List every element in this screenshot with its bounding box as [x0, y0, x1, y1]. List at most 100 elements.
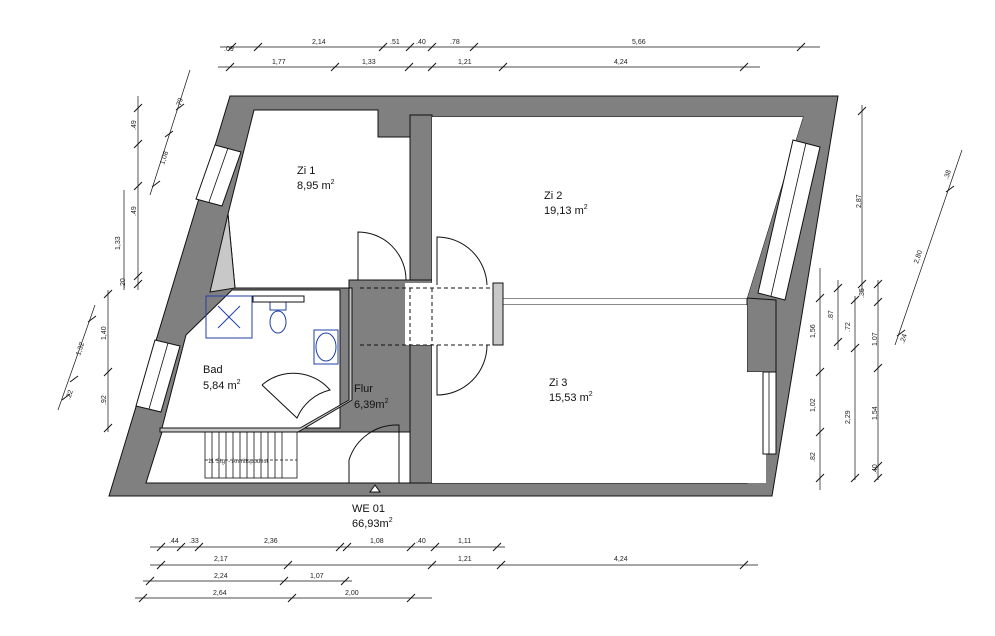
- window-zi3: [762, 371, 777, 455]
- unit-area: 66,93m2: [352, 517, 393, 530]
- dim-label: 1,07: [310, 573, 324, 580]
- dim-right-c: 2,87 .35 1,07 1,54 .40: [856, 105, 883, 483]
- dim-label: 1,08: [370, 538, 384, 545]
- dim-label: 1,40: [101, 326, 108, 340]
- window-inner-lines: [148, 142, 807, 454]
- door-bad: [261, 372, 331, 419]
- dim-label: 1,54: [872, 406, 879, 420]
- stair-label: 11 Stg. - Antrittspodest: [208, 459, 269, 465]
- bad-area: 5,84 m2: [203, 379, 241, 392]
- dim-label: 1,02: [810, 398, 817, 412]
- dim-label: .92: [101, 395, 108, 405]
- dim-label: 2,87: [856, 194, 863, 208]
- bad-name: Bad: [203, 364, 223, 376]
- dim-label: .33: [189, 538, 199, 545]
- door-zi3: [436, 344, 488, 396]
- dim-label: 1,08: [159, 150, 170, 165]
- dim-label: 2,24: [214, 573, 228, 580]
- dim-label: 2,64: [213, 590, 227, 597]
- dim-right-b: .87 .72 2,29: [828, 280, 860, 483]
- dim-label: 2,17: [214, 556, 228, 563]
- dim-label: 1,11: [458, 538, 471, 545]
- dim-top-row2: 1,77 1,33 1,21 4,24: [218, 59, 760, 72]
- dim-label: 1,21: [458, 59, 472, 66]
- dim-label: .44: [169, 538, 179, 545]
- passage-walls: [492, 282, 504, 346]
- flur-name: Flur: [354, 383, 373, 395]
- dim-left-lower: 1,40 .92 1,32 .22: [57, 289, 113, 433]
- bath-wall-light: [159, 287, 353, 433]
- unit-name: WE 01: [352, 503, 385, 515]
- dim-label: .24: [899, 333, 909, 345]
- dim-label: .20: [120, 278, 127, 288]
- window-zi2: [757, 139, 821, 301]
- dim-label: .35: [859, 288, 866, 298]
- dim-right-a: 1,56 1,02 .82: [810, 268, 825, 490]
- dim-bottom-row4: 2,64 2,00: [135, 590, 432, 603]
- bath-fixtures: [205, 295, 339, 365]
- dim-right-d: .38 2,80 .24: [894, 149, 963, 346]
- zi1-area: 8,95 m2: [297, 179, 335, 192]
- dim-label: 2,80: [913, 249, 924, 264]
- dim-bottom-row3: 2,24 1,07: [143, 573, 352, 586]
- bath-shelf: [252, 295, 305, 303]
- central-wall-upper: [409, 114, 433, 281]
- door-entrance: [348, 424, 400, 483]
- dim-label: .72: [845, 322, 852, 332]
- dim-label: .49: [131, 206, 138, 216]
- dim-label: .87: [828, 310, 835, 320]
- dim-label: 1,32: [75, 341, 86, 356]
- shower-icon: [205, 295, 253, 339]
- dim-label: 2,29: [845, 410, 852, 424]
- dim-label: 1,56: [810, 324, 817, 338]
- dim-label: .22: [65, 389, 75, 401]
- zi2-area: 19,13 m2: [544, 204, 588, 217]
- sink-icon: [313, 329, 339, 365]
- dim-label: .51: [390, 39, 400, 46]
- dim-label: .40: [416, 538, 426, 545]
- dim-top-row1: .09 2,14 .51 .40 .78 5,66: [220, 39, 820, 53]
- dim-label: .49: [131, 120, 138, 130]
- dim-label: .40: [872, 464, 879, 474]
- room-labels: Zi 1 8,95 m2 Zi 2 19,13 m2 Zi 3 15,53 m2…: [203, 165, 593, 530]
- dim-left-upper: .49 .49 1,33 .20 .79 1,08: [115, 69, 191, 290]
- toilet-icon: [269, 310, 287, 334]
- dim-label: 2,14: [312, 39, 326, 46]
- dim-label: 1,33: [362, 59, 376, 66]
- stairs: [204, 431, 298, 479]
- dim-label: .78: [450, 39, 460, 46]
- zi1-name: Zi 1: [297, 165, 315, 177]
- dim-label: 1,33: [115, 236, 122, 250]
- door-zi2: [436, 236, 488, 286]
- passage-lines: [360, 287, 493, 346]
- dim-label: 2,36: [264, 538, 278, 545]
- window-bad: [135, 339, 181, 413]
- dim-label: 4,24: [614, 556, 628, 563]
- dim-label: .79: [175, 97, 185, 109]
- dim-bottom-row1: .44 .33 2,36 1,08 .40 1,11: [150, 538, 505, 552]
- zi3-name: Zi 3: [549, 377, 567, 389]
- room-floors: [432, 117, 803, 483]
- zi3-area: 15,53 m2: [549, 391, 593, 404]
- windows: [135, 139, 821, 455]
- wall-zi2-zi3: [502, 297, 748, 306]
- right-pier: [746, 297, 777, 373]
- door-zi1: [357, 231, 407, 281]
- bath-wall-left: [209, 213, 236, 293]
- dim-label: 1,07: [872, 332, 879, 346]
- central-wall-lower: [409, 344, 433, 484]
- dim-bottom-row2: 2,17 1,21 4,24: [150, 556, 758, 570]
- dim-label: 4,24: [614, 59, 628, 66]
- dim-label: 2,00: [345, 590, 359, 597]
- dim-label: .82: [810, 452, 817, 462]
- zi2-name: Zi 2: [544, 190, 562, 202]
- dim-label: .09: [224, 46, 234, 53]
- entrance-arrow-icon: [369, 484, 381, 493]
- doors: [261, 231, 488, 483]
- dim-label: 1,77: [272, 59, 286, 66]
- dim-label: .38: [943, 169, 953, 181]
- passage-opening: [405, 283, 500, 345]
- dim-label: .40: [416, 39, 426, 46]
- flur-area: 6,39m2: [354, 398, 389, 411]
